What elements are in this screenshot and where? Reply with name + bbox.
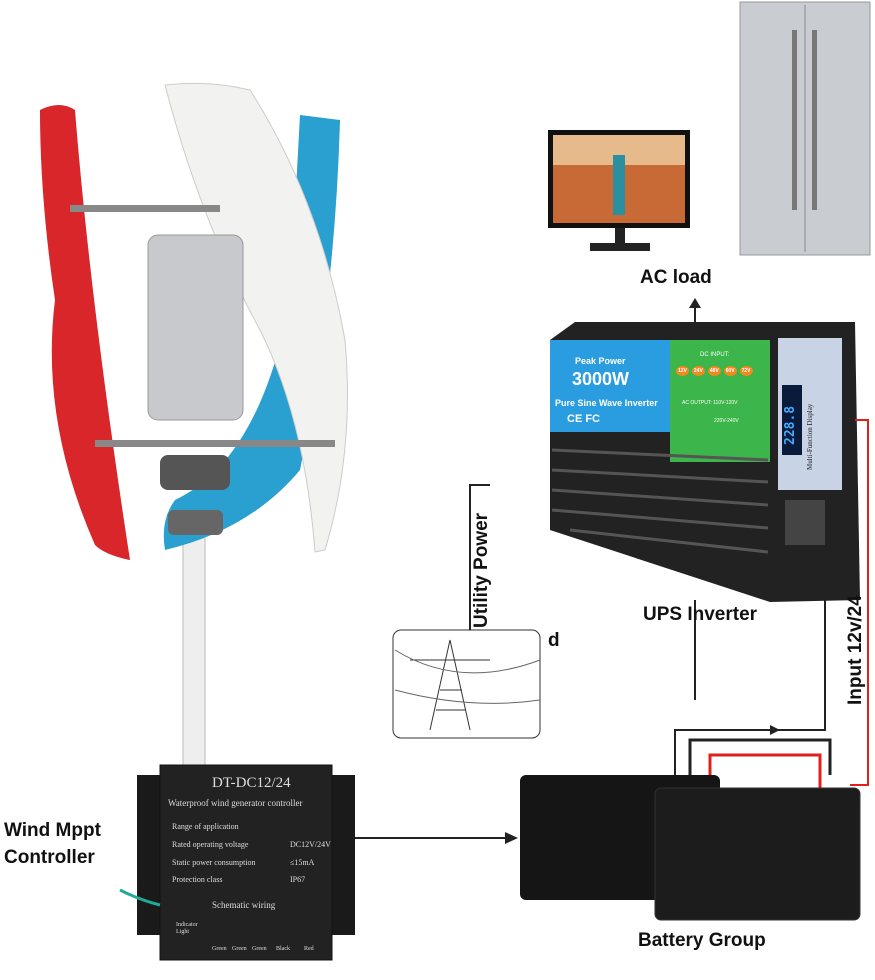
- spec-voltage-value: DC12V/24V: [290, 840, 331, 849]
- spec-protection: Protection class: [172, 875, 223, 884]
- battery-group-label: Battery Group: [638, 930, 766, 951]
- inverter-certs: CE FC: [567, 413, 600, 425]
- partial-text: d: [548, 630, 560, 651]
- controller-model: DT-DC12/24: [212, 775, 291, 791]
- display-value: 228.8: [783, 405, 798, 445]
- ups-inverter-label: UPS Inverter: [643, 604, 758, 625]
- dc-options: 12V 24V 48V 60V 72V: [676, 366, 753, 376]
- dc-input-label: DC INPUT:: [700, 352, 730, 358]
- spec-protection-value: IP67: [290, 875, 306, 884]
- dc-option: 72V: [739, 366, 753, 376]
- terminal-4: Black: [276, 946, 290, 952]
- terminal-1: Green: [212, 946, 227, 952]
- input-voltage-label: Input 12v/24: [845, 595, 866, 705]
- inverter-peak: Peak Power: [575, 356, 626, 366]
- terminal-3: Green: [252, 946, 267, 952]
- inverter-image: [550, 322, 860, 602]
- battery-group-image: [520, 775, 861, 921]
- ac-output: AC OUTPUT: 110V-120V: [682, 400, 738, 406]
- controller-subtitle: Waterproof wind generator controller: [168, 798, 303, 808]
- terminal-2: Green: [232, 946, 247, 952]
- ac-load-label: AC load: [640, 267, 712, 288]
- monitor-image: [548, 130, 690, 251]
- inverter-watts: 3000W: [572, 369, 630, 389]
- spec-voltage: Rated operating voltage: [172, 840, 249, 849]
- spec-consumption: Static power consumption: [172, 858, 256, 867]
- wind-controller-line2: Controller: [4, 847, 95, 868]
- inverter-type: Pure Sine Wave Inverter: [555, 398, 658, 408]
- terminal-5: Red: [304, 946, 314, 952]
- wind-controller-line1: Wind Mppt: [4, 820, 101, 841]
- indicator-light: Indicator Light: [176, 922, 198, 935]
- power-tower-image: [392, 629, 541, 739]
- wind-turbine-image: [40, 82, 348, 771]
- refrigerator-image: [739, 1, 871, 256]
- dc-option: 12V: [676, 366, 689, 376]
- spec-consumption-value: ≤15mA: [290, 858, 315, 867]
- dc-option: 48V: [707, 366, 721, 376]
- ac-output-2: 220V-240V: [714, 418, 739, 424]
- utility-power-label: Utility Power: [471, 512, 492, 628]
- dc-option: 60V: [723, 366, 737, 376]
- spec-range: Range of application: [172, 822, 239, 831]
- display-label: Multi-Function Display: [806, 403, 814, 470]
- controller-image: [119, 764, 355, 961]
- dc-option: 24V: [691, 366, 705, 376]
- wind-controller-label: Wind Mppt Controller: [4, 817, 101, 871]
- wiring-title: Schematic wiring: [212, 900, 276, 910]
